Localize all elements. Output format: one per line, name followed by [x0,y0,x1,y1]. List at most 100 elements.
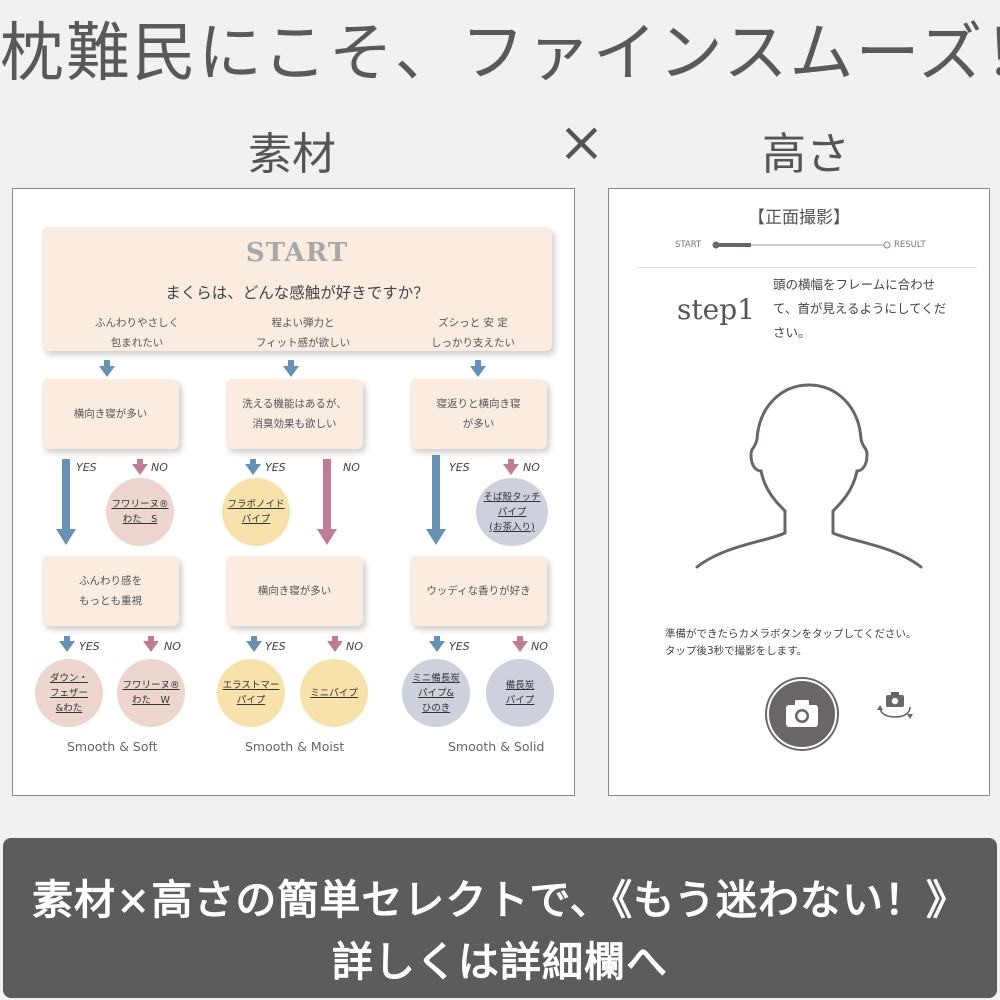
start-box: START まくらは、どんな感触が好きですか？ ふんわりやさしく 包まれたい 程… [42,227,552,351]
progress-bar [712,241,891,249]
result-text: フワリーヌ® [111,499,169,510]
no-label: NO [343,461,360,474]
instruction-line: て、首が見えるようにしてくだ [773,301,947,316]
box-text: 消臭効果も欲しい [252,418,337,430]
footer-line-1: 素材×高さの簡単セレクトで、《もう迷わない！》 [32,876,968,924]
result-text: エラストマー [222,680,280,691]
no-label: NO [164,640,181,653]
arrow-yes-long-1 [56,459,76,545]
flowchart-arrows [56,360,528,652]
box-text: 洗える機能はあるが、 [242,398,347,410]
result-fuwarinu-w[interactable]: フワリーヌ®わた W [117,659,185,727]
capture-prompt: 準備ができたらカメラボタンをタップしてください。 タップ後3秒で撮影をします。 [665,626,916,660]
option-text: しっかり支えたい [431,337,515,349]
option-solid: ズシっと 安 定 しっかり支えたい [408,313,538,353]
result-mini-pipe[interactable]: ミニパイプ [300,659,368,727]
result-text: フワリーヌ® [122,680,180,691]
arrow-start-3 [470,360,486,377]
box-text: ウッディな香りが好き [426,585,531,597]
progress-start-label: START [675,240,702,250]
head-frame-icon [695,383,923,569]
yes-label: YES [265,640,286,653]
camera-panel: 【正面撮影】 START RESULT step1 頭の横幅をフレームに合わせ … [608,188,990,796]
no-label: NO [346,640,363,653]
box-text: 横向き寝が多い [257,585,332,597]
no-label: NO [151,461,168,474]
arrow-yes-small-1 [62,459,68,465]
result-flavonoid-pipe[interactable]: フラボノイドパイプ [222,478,290,546]
category-moist: Smooth & Moist [245,739,345,754]
result-text: パイプ [497,506,527,518]
footer-banner: 素材×高さの簡単セレクトで、《もう迷わない！》 詳しくは詳細欄へ [3,838,997,998]
prompt-line: タップ後3秒で撮影をします。 [665,645,808,657]
arrow-no-final-1 [143,636,159,652]
instruction-line: さい。 [773,325,811,340]
result-text: そば殻タッチ [483,491,541,503]
step2-box-washable: 洗える機能はあるが、 消臭効果も欲しい [226,379,363,449]
yes-label: YES [449,640,470,653]
result-text: パイプ [241,514,271,525]
result-text: フラボノイド [227,499,285,510]
arrow-no-final-3 [512,636,528,652]
yes-label: YES [265,461,286,474]
yes-label: YES [76,461,97,474]
subheading-material: 素材 [248,129,336,180]
subheading-height: 高さ [762,129,850,180]
arrow-no-small-1 [132,459,148,475]
arrow-no-small-3 [503,459,519,475]
step3-box-sideways: 横向き寝が多い [226,556,363,626]
instruction-line: 頭の横幅をフレームに合わせ [773,277,936,292]
arrow-yes-final-3 [429,636,445,652]
result-mini-binchotan-hinoki[interactable]: ミニ備長炭パイプ&ひのき [402,659,470,727]
arrow-start-2 [283,360,299,377]
no-label: NO [523,461,540,474]
footer-line-2: 詳しくは詳細欄へ [332,938,668,986]
box-text: 横向き寝が多い [73,408,148,420]
result-down-feather[interactable]: ダウン・フェザー&わた [35,659,103,727]
result-sobagara-pipe[interactable]: そば殻タッチパイプ (お茶入り) [476,478,548,546]
result-text: パイプ& [418,687,454,699]
start-question: まくらは、どんな感触が好きですか？ [165,284,429,302]
option-moist: 程よい弾力と フィット感が欲しい [238,313,368,353]
box-text: 寝返りと横向き寝 [436,398,521,410]
progress-end-label: RESULT [894,240,926,250]
result-fuwarinu-s[interactable]: フワリーヌ®わた S [106,478,174,546]
result-text: パイプ [505,695,535,706]
arrow-yes-final-2 [246,636,262,652]
result-text: ミニパイプ [310,687,358,699]
flowchart-panel: START まくらは、どんな感触が好きですか？ ふんわりやさしく 包まれたい 程… [12,188,575,796]
option-text: ふんわりやさしく [95,317,179,329]
box-text: もっとも重視 [79,595,142,607]
result-elastomer-pipe[interactable]: エラストマーパイプ [217,659,285,727]
result-text: ダウン・ [49,672,88,684]
result-text: パイプ [236,695,266,706]
no-label: NO [531,640,548,653]
yes-label: YES [449,461,470,474]
option-text: 程よい弾力と [271,317,335,329]
result-text: ひのき [421,702,451,714]
prompt-line: 準備ができたらカメラボタンをタップしてください。 [665,628,917,640]
result-text: フェザー [49,687,88,699]
switch-camera-icon[interactable] [875,689,915,725]
arrow-yes-long-3 [426,455,446,545]
result-text: (お茶入り) [489,521,535,533]
result-binchotan-pipe[interactable]: 備長炭パイプ [486,659,554,727]
headline: 枕難民にこそ、ファインスムーズ！ [0,17,1000,91]
result-text: 備長炭 [505,680,535,691]
category-solid: Smooth & Solid [448,739,545,754]
arrow-no-long-2 [317,459,337,545]
times-symbol: × [558,110,605,175]
step-instruction: 頭の横幅をフレームに合わせ て、首が見えるようにしてくだ さい。 [773,273,946,345]
result-text: ミニ備長炭 [412,672,460,684]
arrow-start-1 [99,360,115,377]
camera-icon [786,700,818,727]
arrow-yes-final-1 [59,636,75,652]
result-text: &わた [55,702,83,714]
shutter-button[interactable] [767,679,837,749]
arrow-no-final-2 [327,636,343,652]
option-text: ズシっと 安 定 [438,317,508,329]
box-text: ふんわり感を [79,575,142,587]
step3-box-woody: ウッディな香りが好き [410,556,547,626]
yes-label: YES [79,640,100,653]
start-title: START [245,238,349,268]
